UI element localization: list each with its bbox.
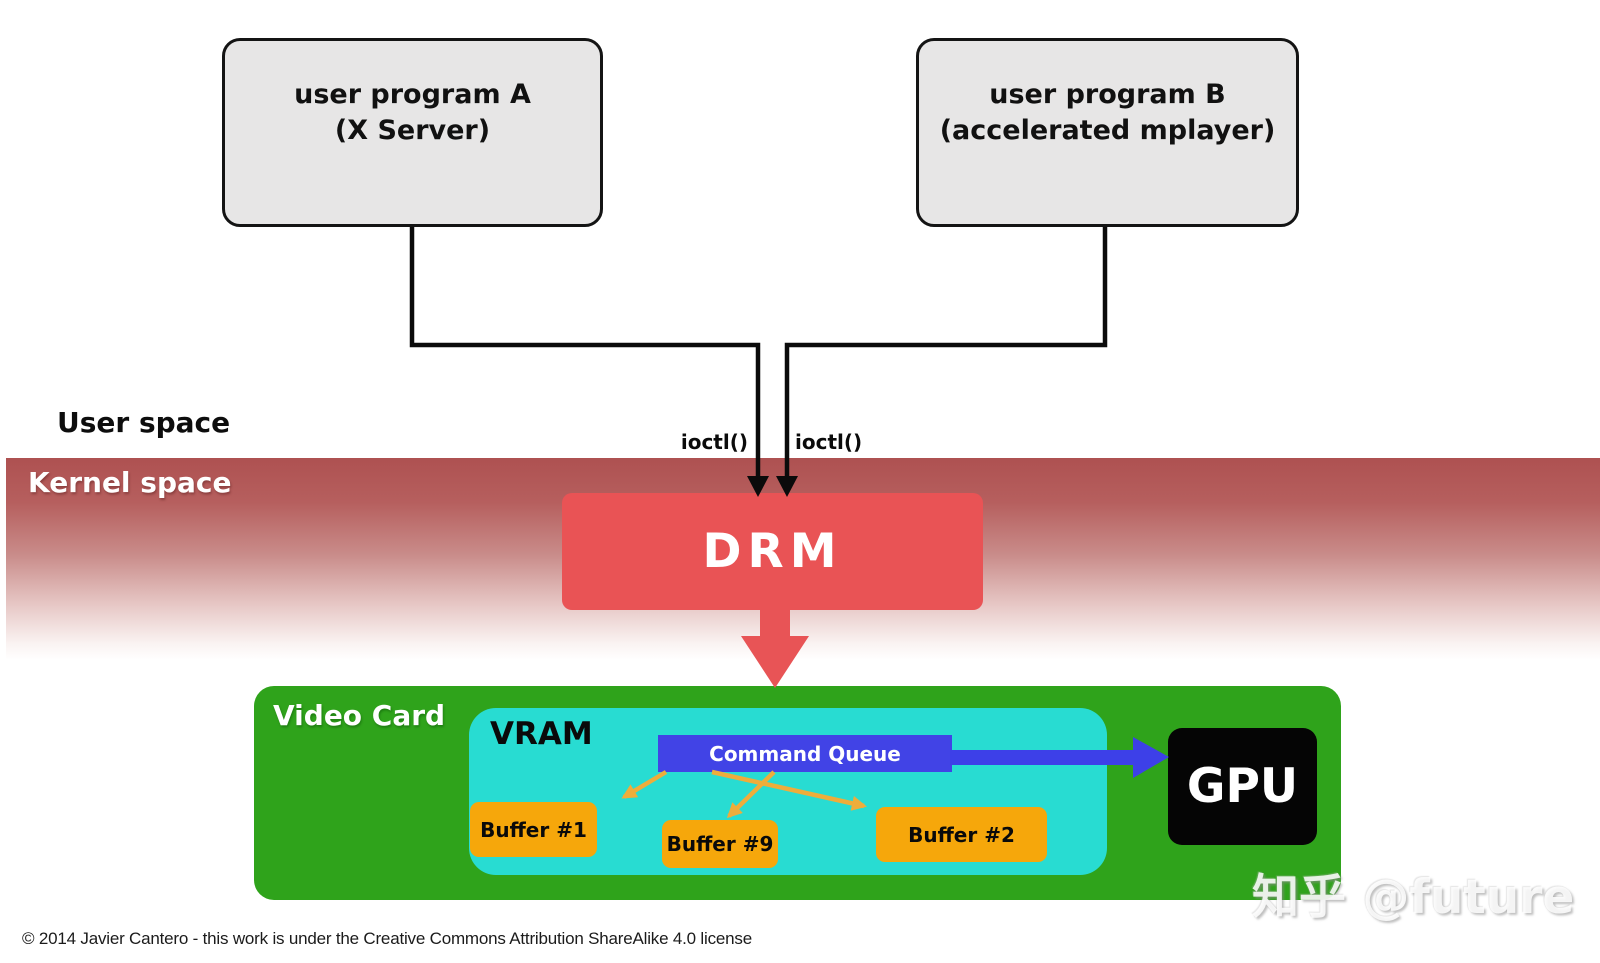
gpu-label: GPU bbox=[1186, 759, 1299, 814]
user-space-label: User space bbox=[57, 406, 231, 439]
watermark-handle: @future bbox=[1362, 870, 1575, 925]
buffer-9-box: Buffer #9 bbox=[662, 820, 778, 868]
watermark: 知乎 @future bbox=[1252, 858, 1574, 927]
watermark-brand: 知乎 bbox=[1252, 870, 1346, 925]
buffer-2-box: Buffer #2 bbox=[876, 807, 1047, 862]
user-program-a-line2: (X Server) bbox=[334, 114, 491, 146]
buffer-1-label: Buffer #1 bbox=[480, 817, 587, 842]
command-queue-label: Command Queue bbox=[709, 741, 901, 766]
ioctl-label-left: ioctl() bbox=[680, 430, 748, 454]
user-program-a-box: user program A (X Server) bbox=[222, 38, 603, 227]
drm-box: DRM bbox=[562, 493, 983, 610]
video-card-label: Video Card bbox=[273, 699, 446, 732]
command-queue-box: Command Queue bbox=[658, 735, 952, 772]
user-program-a-line1: user program A bbox=[294, 78, 531, 110]
ioctl-label-right: ioctl() bbox=[795, 430, 863, 454]
buffer-2-label: Buffer #2 bbox=[908, 822, 1015, 847]
user-program-b-line1: user program B bbox=[989, 78, 1226, 110]
copyright-text: © 2014 Javier Cantero - this work is und… bbox=[22, 929, 752, 948]
user-program-b-box: user program B (accelerated mplayer) bbox=[916, 38, 1299, 227]
drm-label: DRM bbox=[702, 524, 843, 579]
vram-label: VRAM bbox=[490, 716, 593, 752]
gpu-box: GPU bbox=[1168, 728, 1317, 845]
buffer-9-label: Buffer #9 bbox=[666, 832, 774, 856]
kernel-space-label: Kernel space bbox=[28, 466, 232, 499]
user-program-b-line2: (accelerated mplayer) bbox=[939, 114, 1276, 146]
buffer-1-box: Buffer #1 bbox=[470, 802, 597, 857]
